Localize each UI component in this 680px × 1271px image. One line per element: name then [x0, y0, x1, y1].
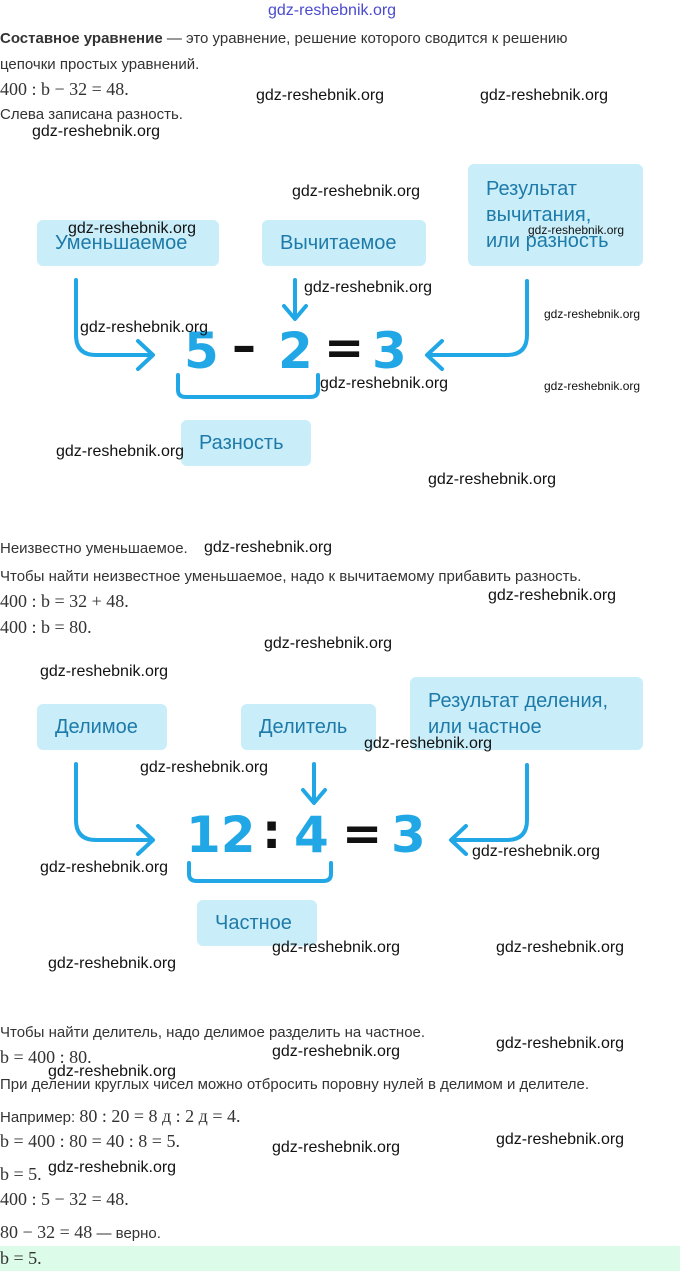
- arrow-divisor-icon: [301, 762, 327, 805]
- example-prefix: Например:: [0, 1109, 80, 1126]
- example-line: Например: 80 : 20 = 8 д : 2 д = 4.: [0, 1106, 240, 1127]
- watermark: gdz-reshebnik.org: [428, 471, 557, 488]
- minuend-digit: 5: [184, 322, 219, 380]
- equation-5: b = 400 : 80 = 40 : 8 = 5.: [0, 1131, 180, 1151]
- subtrahend-box: Вычитаемое: [262, 220, 426, 266]
- watermark: gdz-reshebnik.org: [320, 375, 449, 392]
- quotient-result-box: Результат деления, или частное: [410, 677, 643, 750]
- equation-3: 400 : b = 80.: [0, 617, 92, 637]
- quotient-label: Частное: [215, 912, 292, 934]
- watermark: gdz-reshebnik.org: [496, 1035, 625, 1052]
- divisor-label: Делитель: [259, 716, 348, 738]
- result-label-line2: или частное: [428, 715, 542, 738]
- watermark: gdz-reshebnik.org: [496, 1131, 625, 1148]
- equals-sign: =: [324, 320, 365, 376]
- dividend-box: Делимое: [37, 704, 167, 750]
- minuend-box: Уменьшаемое: [37, 220, 219, 266]
- difference-box: Разность: [181, 420, 311, 466]
- equation-2: 400 : b = 32 + 48.: [0, 591, 129, 611]
- watermark: gdz-reshebnik.org: [544, 379, 641, 393]
- watermark: gdz-reshebnik.org: [272, 939, 401, 956]
- watermark: gdz-reshebnik.org: [496, 939, 625, 956]
- definition-line2: цепочки простых уравнений.: [0, 56, 200, 73]
- watermark: gdz-reshebnik.org: [488, 587, 617, 604]
- subtrahend-label: Вычитаемое: [280, 232, 397, 254]
- watermark: gdz-reshebnik.org: [32, 123, 161, 140]
- subtraction-arrows: [74, 278, 529, 399]
- result-label-line3: или разность: [486, 230, 609, 252]
- arrow-result-icon: [425, 279, 529, 371]
- watermark-top[interactable]: gdz-reshebnik.org: [268, 2, 397, 19]
- minuend-label: Уменьшаемое: [55, 232, 188, 254]
- difference-label: Разность: [199, 432, 284, 454]
- watermark: gdz-reshebnik.org: [204, 539, 333, 556]
- quotient-digit: 3: [391, 806, 426, 864]
- rule-minuend: Чтобы найти неизвестное уменьшаемое, над…: [0, 568, 582, 585]
- watermark: gdz-reshebnik.org: [48, 955, 177, 972]
- example-math: 80 : 20 = 8 д : 2 д = 4.: [79, 1106, 241, 1126]
- watermark: gdz-reshebnik.org: [40, 859, 169, 876]
- rule-round: При делении круглых чисел можно отбросит…: [0, 1076, 590, 1093]
- watermark: gdz-reshebnik.org: [80, 319, 209, 336]
- check-2-text: — верно.: [92, 1225, 161, 1242]
- watermark: gdz-reshebnik.org: [68, 220, 197, 237]
- result-label-line2: вычитания,: [486, 204, 592, 226]
- watermark: gdz-reshebnik.org: [472, 843, 601, 860]
- watermark: gdz-reshebnik.org: [292, 183, 421, 200]
- watermark: gdz-reshebnik.org: [544, 307, 641, 321]
- check-2-math: 80 − 32 = 48: [0, 1222, 93, 1242]
- difference-digit: 3: [372, 322, 407, 380]
- watermark: gdz-reshebnik.org: [48, 1063, 177, 1080]
- step-difference: Слева записана разность.: [0, 106, 183, 123]
- arrow-subtrahend-icon: [282, 278, 308, 321]
- step-unknown-minuend: Неизвестно уменьшаемое.: [0, 540, 188, 557]
- watermark: gdz-reshebnik.org: [528, 223, 625, 237]
- check-1: 400 : 5 − 32 = 48.: [0, 1189, 129, 1209]
- watermark: gdz-reshebnik.org: [140, 759, 269, 776]
- definition-text: Составное уравнение — это уравнение, реш…: [0, 30, 568, 47]
- equation-main: 400 : b − 32 = 48.: [0, 79, 129, 99]
- result-label-line1: Результат: [486, 178, 577, 200]
- watermark: gdz-reshebnik.org: [264, 635, 393, 652]
- arrow-quotient-result-icon: [449, 763, 529, 856]
- bracket-quotient-icon: [187, 861, 333, 883]
- arrow-minuend-icon: [74, 278, 155, 371]
- divisor-digit: 4: [294, 806, 329, 864]
- equals-sign-2: =: [342, 806, 383, 862]
- answer: b = 5.: [0, 1248, 42, 1268]
- watermark: gdz-reshebnik.org: [272, 1043, 401, 1060]
- watermark: gdz-reshebnik.org: [40, 663, 169, 680]
- quotient-box: Частное: [197, 900, 317, 946]
- subtrahend-digit: 2: [278, 322, 313, 380]
- equation-4: b = 400 : 80.: [0, 1047, 92, 1067]
- equation-6: b = 5.: [0, 1164, 42, 1184]
- term: Составное уравнение: [0, 30, 163, 47]
- minus-sign: –: [232, 318, 256, 374]
- watermark: gdz-reshebnik.org: [48, 1159, 177, 1176]
- arrow-dividend-icon: [74, 762, 155, 856]
- result-label-line1: Результат деления,: [428, 689, 609, 712]
- check-2: 80 − 32 = 48 — верно.: [0, 1222, 161, 1243]
- dividend-digit: 12: [186, 806, 256, 864]
- definition: — это уравнение, решение которого сводит…: [162, 30, 568, 47]
- answer-box: b = 5.: [0, 1246, 680, 1271]
- divisor-box: Делитель: [241, 704, 376, 750]
- watermark: gdz-reshebnik.org: [364, 735, 493, 752]
- dividend-label: Делимое: [55, 716, 138, 738]
- watermark: gdz-reshebnik.org: [272, 1139, 401, 1156]
- watermark: gdz-reshebnik.org: [256, 87, 385, 104]
- division-sign: :: [262, 804, 282, 860]
- watermark: gdz-reshebnik.org: [304, 279, 433, 296]
- watermark: gdz-reshebnik.org: [480, 87, 609, 104]
- division-arrows: [74, 762, 529, 883]
- rule-divisor: Чтобы найти делитель, надо делимое разде…: [0, 1024, 426, 1041]
- watermark: gdz-reshebnik.org: [56, 443, 185, 460]
- bracket-difference-icon: [176, 373, 320, 399]
- difference-result-box: Результат вычитания, или разность: [468, 164, 643, 266]
